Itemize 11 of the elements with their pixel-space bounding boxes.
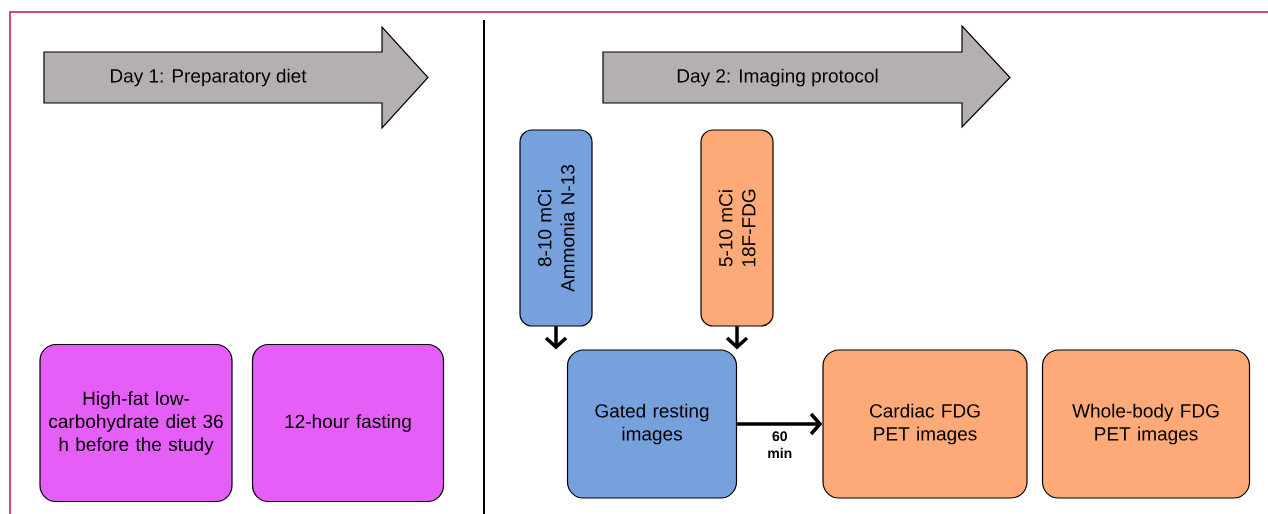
process-box: Whole-body FDG PET images <box>1041 349 1251 499</box>
process-box: 12-hour fasting <box>251 343 445 503</box>
arrow-banner: Day 2: Imaging protocol <box>602 24 1011 129</box>
edge-label: 60 min <box>768 431 792 458</box>
arrow-banner: Day 1: Preparatory diet <box>43 25 429 130</box>
process-box: High-fat low-carbohydrate diet 36 h before the study <box>39 343 233 503</box>
process-box: 8-10 mCi Ammonia N-13 <box>519 129 593 327</box>
process-box: Gated resting images <box>566 349 738 499</box>
process-box: Cardiac FDG PET images <box>822 349 1028 499</box>
arrow <box>737 412 823 436</box>
process-box: 5-10 mCi 18F-FDG <box>700 129 774 327</box>
